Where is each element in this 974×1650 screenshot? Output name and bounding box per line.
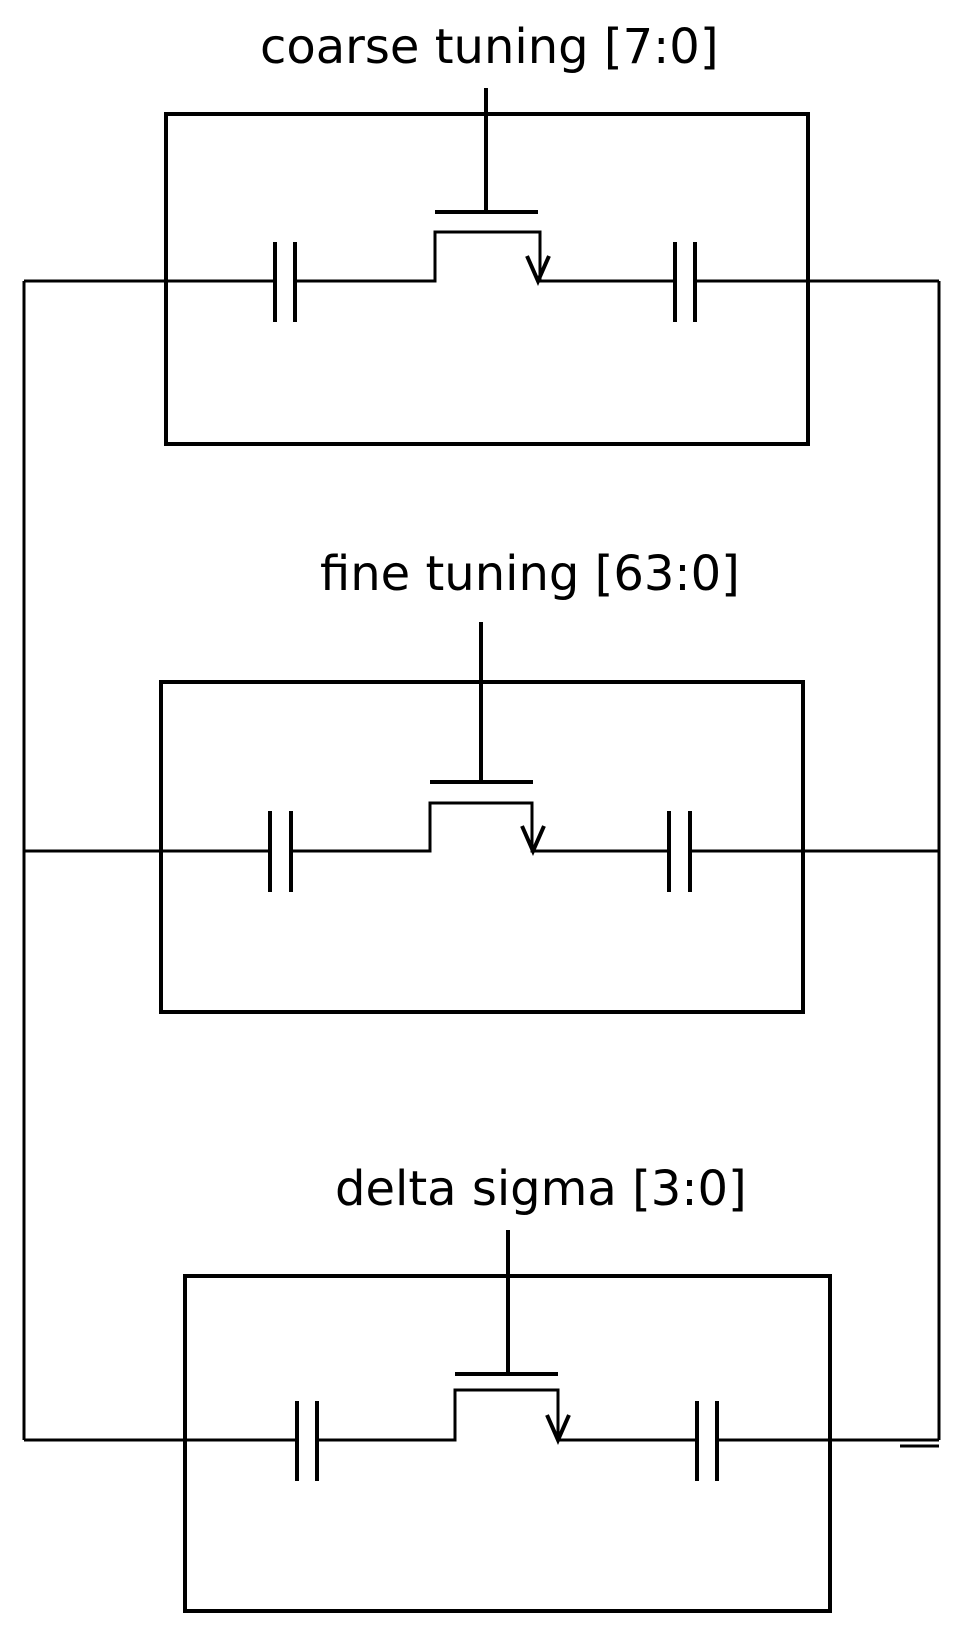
transistor — [430, 622, 546, 856]
capacitor-right — [673, 242, 697, 322]
cell-fine-tuning: fine tuning [63:0] — [24, 546, 939, 1014]
signal-wire — [24, 801, 939, 853]
source-arrow-icon — [525, 255, 551, 286]
capacitor-right — [667, 811, 692, 892]
capacitor-right — [695, 1401, 719, 1481]
cell-coarse-tuning: coarse tuning [7:0] — [24, 19, 939, 446]
bus-rails — [22, 281, 941, 1448]
capacitor-left — [273, 242, 297, 322]
source-arrow-icon — [520, 825, 546, 856]
cell-delta-sigma: delta sigma [3:0] — [24, 1161, 939, 1613]
cell-label-delta-sigma: delta sigma [3:0] — [335, 1161, 747, 1217]
transistor — [435, 88, 551, 286]
cell-label-coarse-tuning: coarse tuning [7:0] — [260, 19, 719, 75]
capacitor-left — [295, 1401, 319, 1481]
source-arrow-icon — [545, 1414, 571, 1445]
cell-label-fine-tuning: fine tuning [63:0] — [320, 546, 740, 602]
signal-wire — [24, 1388, 939, 1442]
transistor — [455, 1230, 571, 1445]
signal-wire — [24, 230, 939, 283]
capacitor-left — [268, 811, 293, 892]
